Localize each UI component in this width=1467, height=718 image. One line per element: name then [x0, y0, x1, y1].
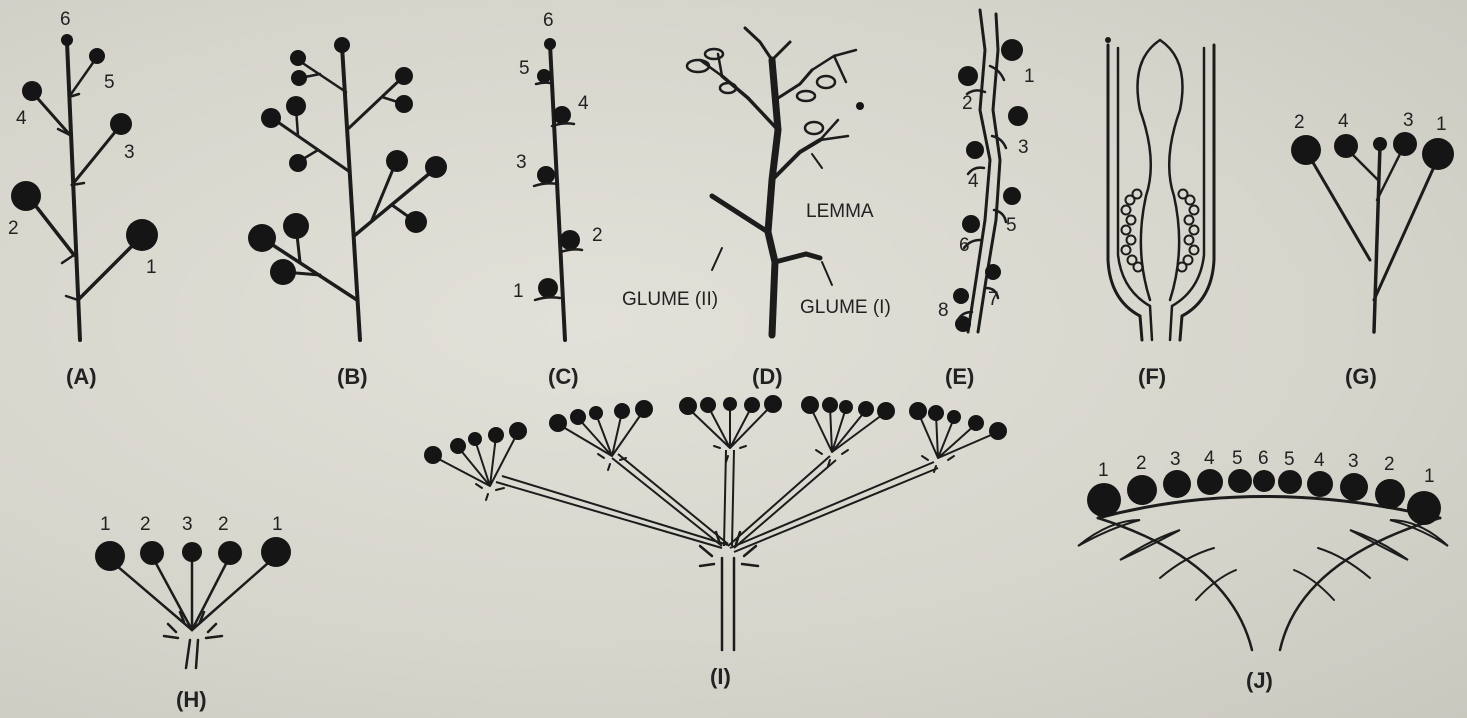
panel-j-label-1b: 1: [1424, 466, 1435, 487]
panel-i-caption: (I): [710, 664, 731, 689]
panel-j-label-2b: 2: [1384, 454, 1395, 475]
panel-c-label-4: 4: [578, 93, 589, 114]
panel-h-label-3: 3: [182, 514, 193, 535]
panel-e-label-3: 3: [1018, 137, 1029, 158]
panel-j-label-1a: 1: [1098, 460, 1109, 481]
panel-j-label-6: 6: [1258, 448, 1269, 469]
panel-h-caption: (H): [176, 687, 207, 712]
panel-a-label-5: 5: [104, 72, 115, 93]
umbellet-1: [424, 422, 527, 500]
panel-d-label-lemma: LEMMA: [806, 201, 874, 222]
panel-f-diagram: [1105, 37, 1214, 340]
panel-a-caption: (A): [66, 364, 97, 389]
panel-e-caption: (E): [945, 364, 974, 389]
umbellet-3: [679, 395, 782, 462]
panel-c-label-5: 5: [519, 58, 530, 79]
panel-h-label-1a: 1: [100, 514, 111, 535]
panel-j-caption: (J): [1246, 668, 1273, 693]
panel-a-label-4: 4: [16, 108, 27, 129]
panel-b-diagram: [248, 37, 447, 340]
panel-d-label-glume-1: GLUME (I): [800, 297, 891, 318]
panel-a-label-1: 1: [146, 257, 157, 278]
panel-b-caption: (B): [337, 364, 368, 389]
panel-g-label-3: 3: [1403, 110, 1414, 131]
panel-h-label-2b: 2: [218, 514, 229, 535]
panel-a-label-2: 2: [8, 218, 19, 239]
panel-a-label-6: 6: [60, 9, 71, 30]
panel-j-label-5a: 5: [1232, 448, 1243, 469]
panel-g-label-1: 1: [1436, 114, 1447, 135]
panel-g-caption: (G): [1345, 364, 1377, 389]
panel-d-diagram: LEMMA GLUME (II) GLUME (I): [622, 28, 891, 335]
panel-d-label-glume-2: GLUME (II): [622, 289, 718, 310]
panel-e-diagram: 1 2 3 4 5 6 7 8: [938, 10, 1035, 332]
panel-j-label-2a: 2: [1136, 453, 1147, 474]
panel-e-label-5: 5: [1006, 215, 1017, 236]
panel-j-diagram: 1 2 3 4 5 6 5 4 3 2 1: [1078, 448, 1448, 650]
panel-e-label-8: 8: [938, 300, 949, 321]
panel-h-label-1b: 1: [272, 514, 283, 535]
umbellet-4: [801, 396, 895, 466]
panel-c-caption: (C): [548, 364, 579, 389]
panel-h-label-2a: 2: [140, 514, 151, 535]
panel-e-label-2: 2: [962, 93, 973, 114]
panel-j-label-4b: 4: [1314, 450, 1325, 471]
panel-c-label-1: 1: [513, 281, 524, 302]
panel-c-label-6: 6: [543, 10, 554, 31]
panel-j-label-5b: 5: [1284, 449, 1295, 470]
panel-c-diagram: 1 2 3 4 5 6: [513, 10, 603, 340]
panel-e-label-6: 6: [959, 235, 970, 256]
panel-j-label-4a: 4: [1204, 448, 1215, 469]
panel-d-caption: (D): [752, 364, 783, 389]
panel-c-label-2: 2: [592, 225, 603, 246]
umbellet-2: [549, 400, 653, 470]
panel-g-label-4: 4: [1338, 111, 1349, 132]
panel-j-label-3a: 3: [1170, 449, 1181, 470]
panel-g-diagram: 2 4 3 1: [1291, 110, 1454, 332]
panel-g-label-2: 2: [1294, 112, 1305, 133]
panel-h-diagram: 1 2 3 2 1: [95, 514, 291, 668]
panel-a-diagram: 1 2 3 4 5 6: [8, 9, 158, 340]
panel-a-label-3: 3: [124, 142, 135, 163]
panel-j-label-3b: 3: [1348, 451, 1359, 472]
panel-c-label-3: 3: [516, 152, 527, 173]
panel-f-caption: (F): [1138, 364, 1166, 389]
panel-i-diagram: [424, 395, 1007, 650]
panel-e-label-7: 7: [988, 289, 999, 310]
panel-e-label-1: 1: [1024, 66, 1035, 87]
umbellet-5: [909, 402, 1007, 472]
panel-e-label-4: 4: [968, 171, 979, 192]
